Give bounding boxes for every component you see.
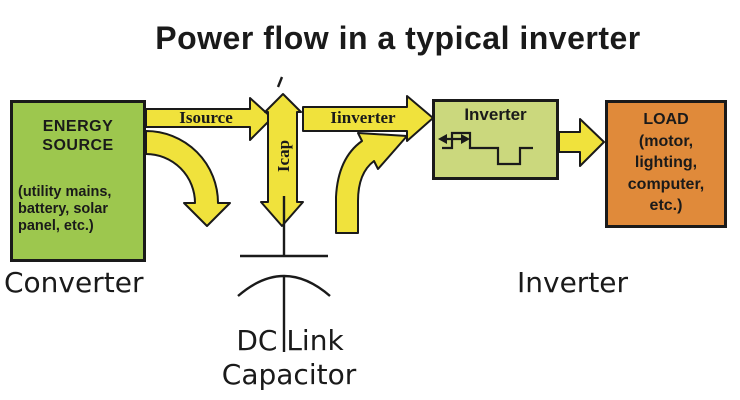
icap-current-label: Icap	[274, 139, 293, 173]
cap-to-inverter-curved-arrow	[335, 132, 408, 234]
isource-current-label: Isource	[179, 108, 233, 127]
energy-source-box: ENERGY SOURCE (utility mains, battery, s…	[10, 100, 146, 262]
energy-source-examples-line1: (utility mains,	[18, 184, 112, 200]
load-examples-line3: computer,	[627, 175, 705, 193]
inverter-box-label: Inverter	[464, 105, 527, 124]
energy-source-examples-line2: battery, solar	[18, 201, 108, 217]
load-title: LOAD	[643, 111, 689, 128]
inverter-stage-label: Inverter	[517, 266, 629, 299]
load-examples-line2: lighting,	[634, 154, 698, 171]
iinverter-arrow	[302, 95, 434, 142]
square-wave-icon	[442, 131, 533, 166]
dc-link-label: DC Link	[236, 324, 344, 357]
energy-source-name: ENERGY SOURCE	[13, 117, 143, 155]
icap-arrow	[260, 93, 304, 227]
load-examples-line4: etc.)	[649, 197, 683, 214]
converter-to-cap-curved-arrow	[145, 130, 231, 227]
iinverter-current-label: Iinverter	[330, 108, 396, 127]
sketch-mark	[276, 76, 284, 88]
energy-source-name-line2: SOURCE	[42, 137, 114, 154]
page-title: Power flow in a typical inverter	[155, 20, 641, 56]
load-box: LOAD (motor, lighting, computer, etc.)	[605, 100, 727, 228]
double-arrow-right-head	[461, 134, 470, 144]
double-arrow-left-head	[438, 134, 447, 144]
energy-source-examples-line3: panel, etc.)	[18, 218, 94, 234]
converter-stage-label: Converter	[4, 266, 144, 299]
energy-source-name-line1: ENERGY	[42, 118, 114, 135]
capacitor-label: Capacitor	[221, 358, 357, 391]
load-examples-line1: (motor,	[638, 132, 694, 150]
capacitor-curved-plate	[237, 274, 331, 297]
isource-arrow	[145, 97, 273, 141]
energy-source-examples: (utility mains, battery, solar panel, et…	[13, 184, 143, 235]
inverter-to-load-arrow	[558, 118, 605, 167]
